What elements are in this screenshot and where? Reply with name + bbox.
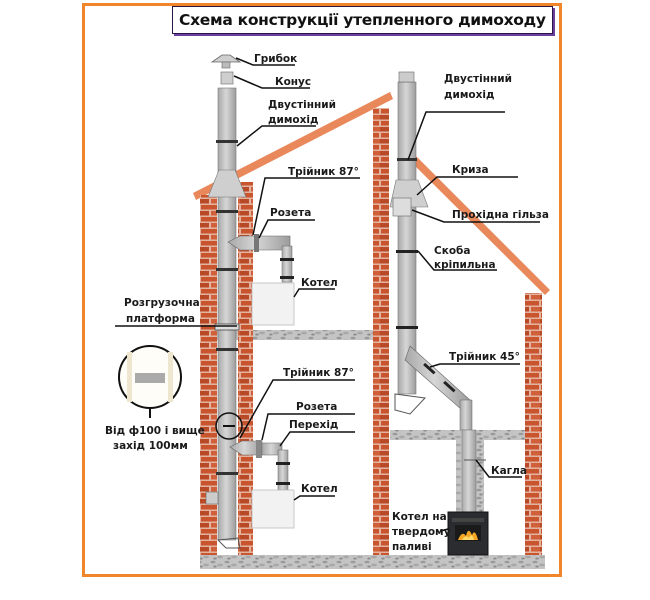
unloading-platform — [214, 323, 240, 331]
lower-gas-boiler — [251, 489, 295, 529]
pipe-clamp — [216, 140, 238, 143]
pipe-clamp — [216, 472, 238, 475]
right-chimney-pipe — [397, 81, 417, 395]
right-wall-bracket — [394, 393, 427, 415]
upper-rozeta — [254, 234, 259, 252]
upper-boiler-flue — [281, 245, 293, 283]
label-rozeta-top: Розета — [270, 207, 311, 219]
pipe-clamp — [216, 348, 238, 351]
label-detail-2: захід 100мм — [113, 440, 188, 452]
wall-bracket — [216, 537, 241, 549]
diagram-title: Схема конструкції утепленного димоходу — [172, 6, 553, 34]
solid-fuel-stove — [447, 511, 489, 556]
label-platforma-1: Розгрузочна — [124, 297, 200, 309]
lower-rozeta — [256, 440, 262, 458]
perekhid-adapter — [261, 442, 283, 456]
label-kryza: Криза — [452, 164, 489, 176]
label-kotel-bottom: Котел — [301, 483, 338, 495]
label-triinyk87-top: Трійник 87° — [288, 166, 359, 178]
konus-cap — [220, 71, 234, 85]
label-skoba-2: кріпильна — [434, 259, 496, 271]
detail-marker-circle — [215, 412, 243, 440]
label-solid-fuel-3: паливі — [392, 541, 432, 553]
brick-wall — [238, 182, 253, 555]
label-detail-1: Від ф100 і вище — [105, 425, 205, 437]
label-kotel-top: Котел — [301, 277, 338, 289]
label-triinyk87-bottom: Трійник 87° — [283, 367, 354, 379]
label-solid-fuel-1: Котел на — [392, 511, 447, 523]
label-dvostinnyi-right-2: димохід — [444, 89, 495, 101]
prokhidna-hilza — [392, 197, 412, 217]
leader-lines — [115, 57, 540, 532]
label-skoba-1: Скоба — [434, 245, 470, 257]
brick-wall — [525, 293, 542, 555]
right-upper-floor-slab — [390, 430, 525, 440]
label-konus: Конус — [275, 76, 311, 88]
upper-gas-boiler — [251, 282, 295, 326]
label-perekhid: Перехід — [289, 419, 338, 431]
label-solid-fuel-2: твердому — [392, 526, 451, 538]
condensate-cap — [205, 491, 219, 505]
ground-floor-slab — [200, 555, 545, 569]
pipe-clamp — [216, 210, 238, 213]
brick-wall — [373, 108, 389, 555]
right-top-cap — [398, 71, 415, 83]
left-roof — [193, 92, 393, 200]
label-dvostinnyi-left-2: димохід — [268, 114, 319, 126]
label-dvostinnyi-right-1: Двустінний — [444, 73, 512, 85]
label-rozeta-bottom: Розета — [296, 401, 337, 413]
hribok-cap-icon — [210, 54, 242, 63]
label-platforma-2: платформа — [126, 313, 195, 325]
brick-wall — [200, 195, 217, 555]
diagram-frame — [82, 3, 562, 577]
left-kryza — [207, 169, 247, 198]
label-hribok: Грибок — [254, 53, 297, 65]
left-upper-floor-slab — [205, 330, 375, 340]
label-triinyk45: Трійник 45° — [449, 351, 520, 363]
label-kahla: Кагла — [491, 465, 527, 477]
hribok-stem — [221, 61, 231, 69]
label-prokhidna-hilza: Прохідна гільза — [452, 209, 549, 221]
pipe-clamp — [216, 268, 238, 271]
label-dvostinnyi-left-1: Двустінний — [268, 99, 336, 111]
